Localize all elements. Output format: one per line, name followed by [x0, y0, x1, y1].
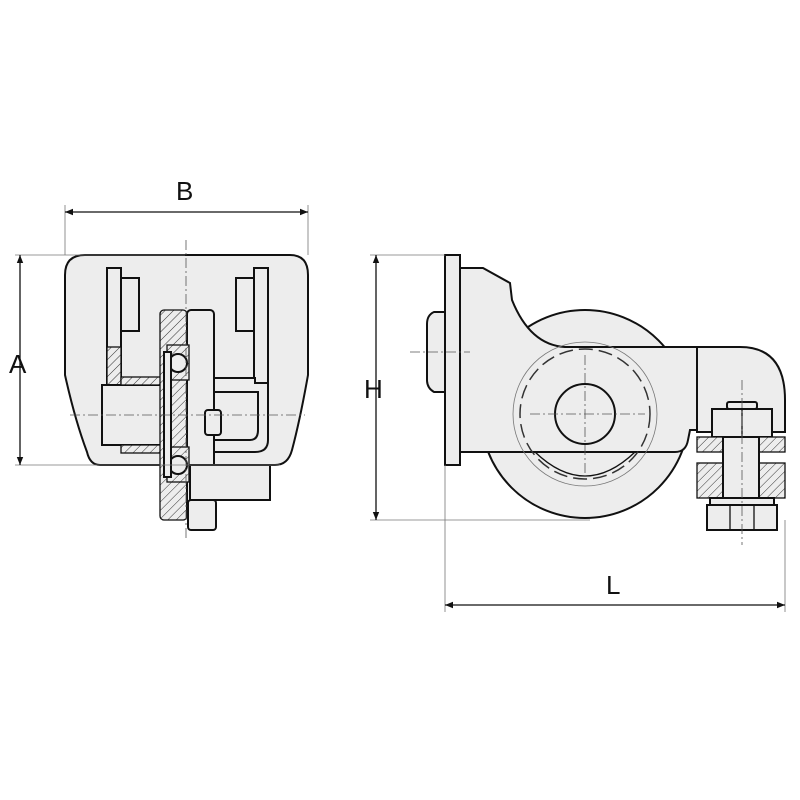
bolt-shank — [722, 436, 760, 504]
axle-sleeve-top — [120, 376, 162, 386]
dimension-lines-front — [15, 205, 309, 466]
wheel-inner-circle — [512, 341, 658, 487]
mounting-flange — [444, 254, 461, 466]
dimension-lines-side — [370, 254, 786, 612]
right-arm-block — [235, 277, 255, 332]
tread-arc — [534, 451, 636, 477]
front-view — [64, 240, 309, 540]
right-arm-outer — [253, 267, 269, 384]
dimension-b-label: B — [176, 176, 194, 206]
left-arm-block — [120, 277, 140, 332]
washer-plate — [163, 351, 172, 478]
bottom-pin — [187, 499, 217, 531]
dimension-l-label: L — [606, 570, 621, 600]
bottom-block — [189, 464, 271, 501]
nut-front — [204, 409, 222, 436]
side-view — [410, 254, 786, 545]
axle-sleeve-bottom — [120, 444, 162, 454]
bearing-circle — [519, 348, 651, 480]
dimension-h-label: H — [364, 374, 383, 404]
dimension-a-label: A — [9, 349, 27, 379]
